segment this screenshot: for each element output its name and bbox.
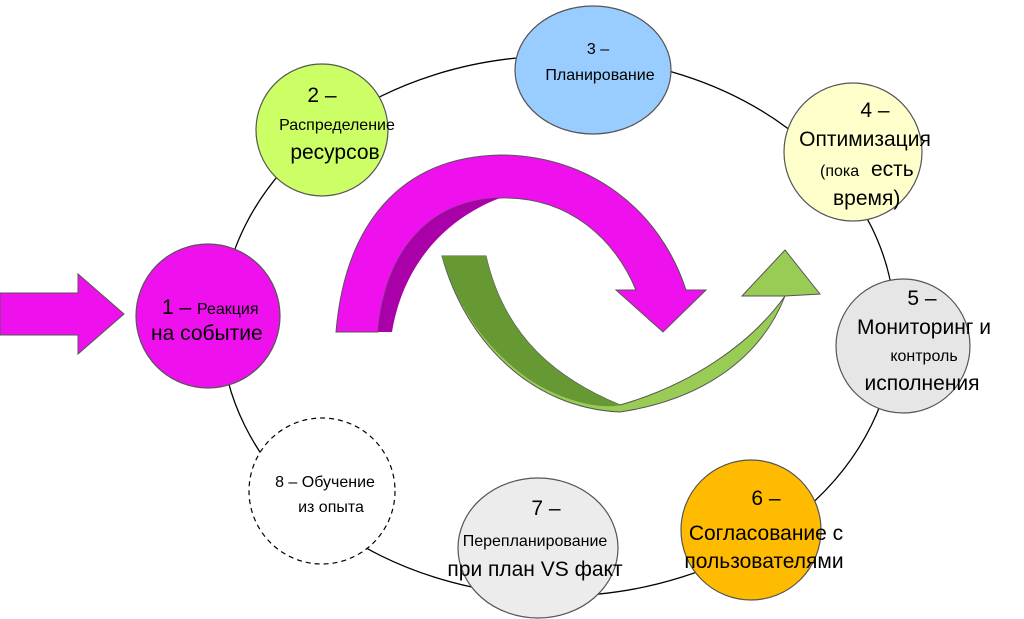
step-4-label-c: есть <box>871 158 914 181</box>
step-6-label-a: Согласование с <box>689 522 843 545</box>
step-6-number: 6 – <box>751 487 781 510</box>
step-8-label-b: из опыта <box>298 499 364 516</box>
step-6-node: 6 – Согласование с пользователями <box>680 459 844 601</box>
step-4-node: 4 – Оптимизация (пока есть время) <box>783 82 931 222</box>
step-7-number: 7 – <box>531 497 561 520</box>
step-7-label-b: при план VS факт <box>447 558 623 581</box>
step-2-label-a: Распределение <box>279 117 395 134</box>
step-2-node: 2 – Распределение ресурсов <box>255 63 395 197</box>
step-4-label-d: время) <box>833 187 900 210</box>
step-5-label-b: контроль <box>890 348 957 365</box>
step-1-label-a: Реакция <box>197 301 259 318</box>
step-5-number: 5 – <box>907 287 937 310</box>
step-6-label-b: пользователями <box>684 550 843 573</box>
step-1-number: 1 – <box>162 296 192 319</box>
step-8-node: 8 – Обучение из опыта <box>248 417 396 565</box>
green-arrow-inner <box>442 256 620 407</box>
entry-arrow <box>0 272 125 356</box>
step-5-label-a: Мониторинг и <box>857 316 991 339</box>
step-8-label-a: 8 – Обучение <box>275 474 375 491</box>
step-7-node: 7 – Перепланирование при план VS факт <box>447 477 623 619</box>
step-2-label-b: ресурсов <box>290 141 379 164</box>
step-3-number: 3 – <box>587 41 609 58</box>
step-7-label-a: Перепланирование <box>463 533 608 550</box>
step-4-label-a: Оптимизация <box>799 128 931 151</box>
step-2-number: 2 – <box>307 84 337 107</box>
step-3-node: 3 – Планирование <box>514 5 672 135</box>
step-3-label: Планирование <box>545 67 654 84</box>
step-5-node: 5 – Мониторинг и контроль исполнения <box>835 278 991 414</box>
step-5-label-c: исполнения <box>864 372 979 395</box>
step-1-node: 1 – Реакция на событие <box>135 243 281 389</box>
step-4-number: 4 – <box>860 99 890 122</box>
step-1-label-b: на событие <box>151 322 263 345</box>
step-4-label-b: (пока <box>820 163 859 180</box>
